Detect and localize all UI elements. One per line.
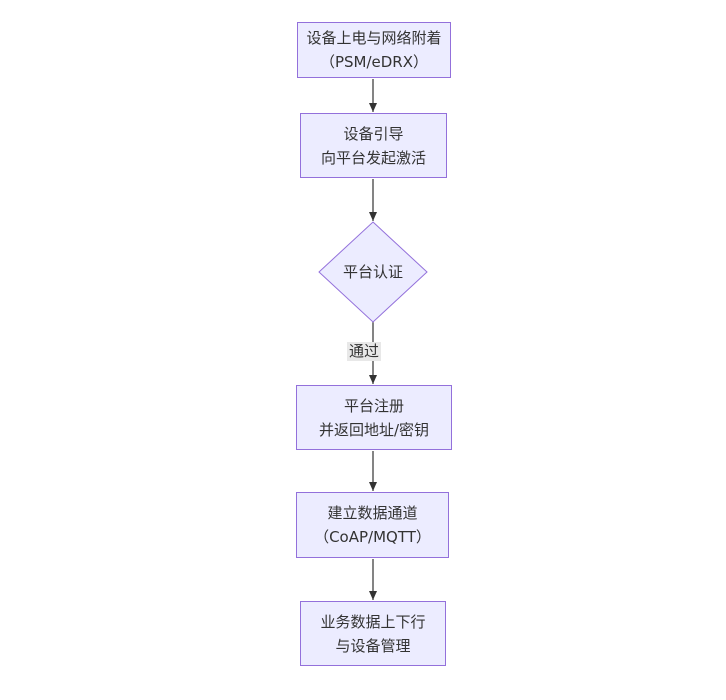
node-text-line: 向平台发起激活 [320, 148, 426, 167]
node-device-bootstrap: 设备引导 向平台发起激活 [300, 113, 447, 178]
node-power-network-attach: 设备上电与网络附着 （PSM/eDRX） [297, 22, 451, 78]
node-platform-auth-decision: 平台认证 [323, 248, 423, 296]
node-platform-register: 平台注册 并返回地址/密钥 [296, 385, 452, 450]
node-text-line: 业务数据上下行 [320, 612, 426, 631]
node-data-channel: 建立数据通道 （CoAP/MQTT） [296, 492, 449, 558]
node-text-line: 建立数据通道 [327, 504, 418, 522]
node-text-line: 设备上电与网络附着 [306, 29, 442, 47]
node-text-line: 设备引导 [343, 124, 404, 143]
edge-label-pass: 通过 [347, 342, 382, 361]
node-text-line: 平台认证 [342, 263, 403, 281]
node-text-line: （CoAP/MQTT） [314, 528, 431, 546]
node-business-data: 业务数据上下行 与设备管理 [300, 601, 446, 666]
node-text-line: 并返回地址/密钥 [318, 420, 430, 439]
node-text-line: （PSM/eDRX） [319, 53, 429, 71]
decision-diamond-shape [318, 221, 428, 323]
edge-label-text: 通过 [349, 342, 380, 360]
node-text-line: 与设备管理 [335, 636, 411, 655]
node-text-line: 平台注册 [343, 396, 404, 415]
